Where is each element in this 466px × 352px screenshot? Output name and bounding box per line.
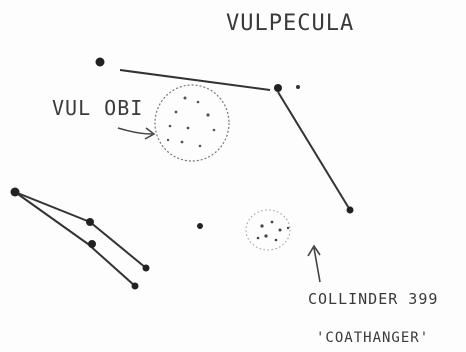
vul-ob1-cluster-stars [167, 97, 216, 148]
star [132, 283, 139, 290]
star [347, 207, 354, 214]
star [197, 223, 203, 229]
collinder-cluster-stars [257, 221, 289, 242]
star [11, 188, 20, 197]
collinder-label: COLLINDER 399 [308, 290, 438, 308]
star [143, 265, 150, 272]
star [88, 240, 96, 248]
star [96, 58, 105, 67]
vul-ob1-cluster-outline [155, 85, 229, 161]
asterism-line-right [278, 92, 350, 210]
collinder-cluster-outline [246, 210, 290, 250]
coathanger-label: 'COATHANGER' [316, 330, 429, 346]
star [274, 84, 282, 92]
coathanger-lines [15, 192, 146, 286]
title-text: VULPECULA [226, 11, 354, 36]
star [296, 85, 300, 89]
vul-ob1-label: VUL OBI [52, 96, 143, 120]
star [86, 218, 94, 226]
asterism-line-top [120, 70, 270, 90]
